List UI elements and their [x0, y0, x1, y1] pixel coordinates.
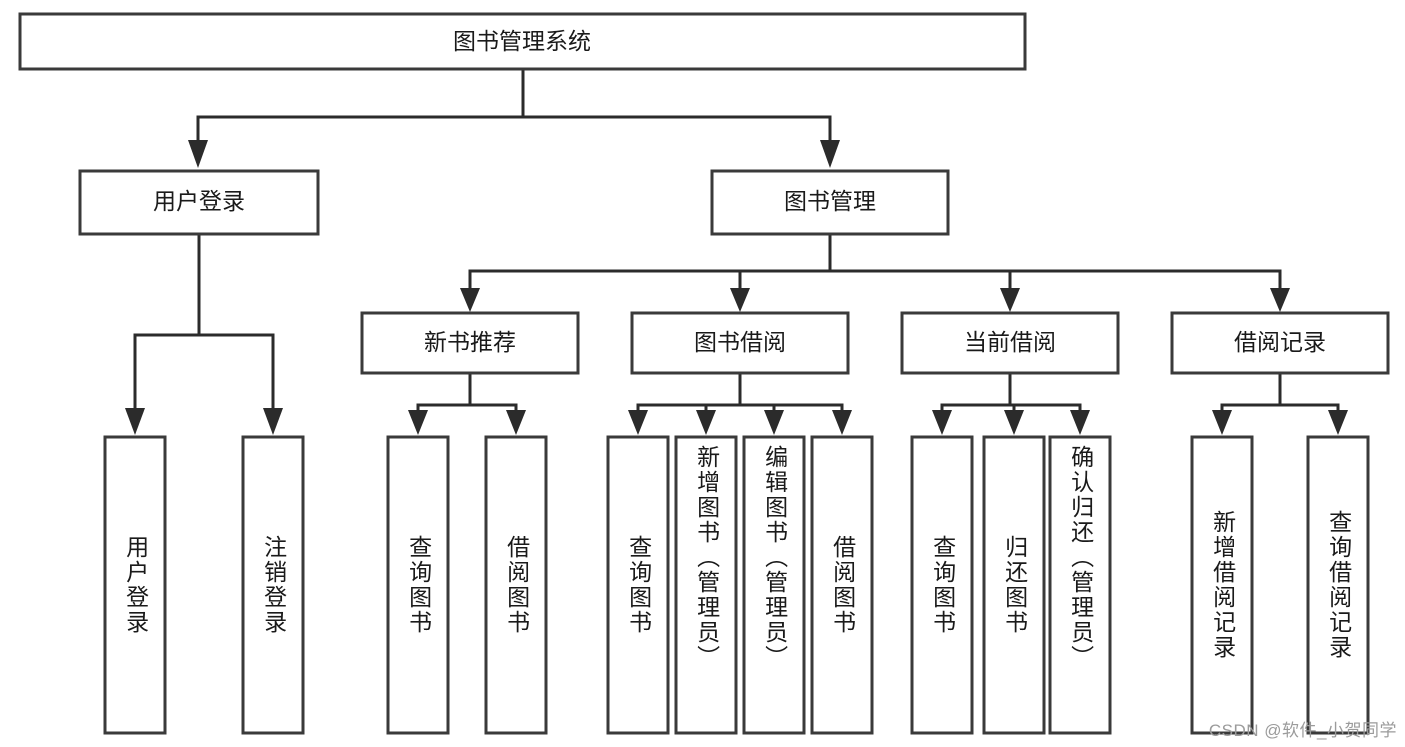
node-user-login-label: 用户登录 — [153, 188, 245, 214]
leaf-add-book[interactable] — [674, 435, 738, 735]
node-new-book-recommend[interactable]: 新书推荐 — [360, 311, 580, 375]
arrow-head-icon — [460, 288, 480, 312]
node-book-borrow[interactable]: 图书借阅 — [630, 311, 850, 375]
node-root[interactable]: 图书管理系统 — [18, 12, 1027, 71]
connector-bookborrow-to-leaves — [628, 371, 852, 435]
connector-root-to-level2 — [188, 67, 840, 168]
arrow-head-icon — [1070, 410, 1090, 435]
connector-newbook-to-leaves — [408, 371, 526, 435]
node-user-login[interactable]: 用户登录 — [78, 169, 320, 236]
arrow-head-icon — [125, 408, 145, 435]
leaf-add-record[interactable] — [1190, 435, 1254, 735]
leaf-query-book-rec[interactable] — [386, 435, 450, 735]
leaf-user-login[interactable] — [103, 435, 167, 735]
leaf-query-record[interactable] — [1306, 435, 1370, 735]
arrow-head-icon — [832, 410, 852, 435]
leaf-query-book[interactable] — [606, 435, 670, 735]
node-borrow-record-label: 借阅记录 — [1234, 329, 1326, 355]
arrow-head-icon — [408, 410, 428, 435]
arrow-head-icon — [188, 140, 208, 168]
leaf-borrow-book-rec[interactable] — [484, 435, 548, 735]
leaf-borrow-book[interactable] — [810, 435, 874, 735]
arrow-head-icon — [764, 410, 784, 435]
arrow-head-icon — [1270, 288, 1290, 312]
node-book-manage-label: 图书管理 — [784, 188, 876, 214]
connector-currentborrow-to-leaves — [932, 371, 1090, 435]
connector-bookmanage-to-level3 — [460, 232, 1290, 312]
node-new-book-recommend-label: 新书推荐 — [424, 329, 516, 355]
leaf-return-book[interactable] — [982, 435, 1046, 735]
arrow-head-icon — [730, 288, 750, 312]
arrow-head-icon — [1004, 410, 1024, 435]
arrow-head-icon — [628, 410, 648, 435]
arrow-head-icon — [506, 410, 526, 435]
connector-borrowrecord-to-leaves — [1212, 371, 1348, 435]
node-borrow-record[interactable]: 借阅记录 — [1170, 311, 1390, 375]
leaf-logout-login[interactable] — [241, 435, 305, 735]
arrow-head-icon — [696, 410, 716, 435]
arrow-head-icon — [932, 410, 952, 435]
node-book-manage[interactable]: 图书管理 — [710, 169, 950, 236]
arrow-head-icon — [1000, 288, 1020, 312]
node-root-label: 图书管理系统 — [453, 28, 591, 54]
connector-userlogin-to-leaves — [125, 232, 283, 435]
leaf-query-book-cur[interactable] — [910, 435, 974, 735]
node-current-borrow-label: 当前借阅 — [964, 329, 1056, 355]
leaf-node-boxes — [103, 435, 1370, 735]
arrow-head-icon — [1212, 410, 1232, 435]
node-book-borrow-label: 图书借阅 — [694, 329, 786, 355]
arrow-head-icon — [820, 140, 840, 168]
node-current-borrow[interactable]: 当前借阅 — [900, 311, 1120, 375]
arrow-head-icon — [263, 408, 283, 435]
leaf-confirm-return[interactable] — [1048, 435, 1112, 735]
watermark-text: CSDN @软件_小贺同学 — [1208, 721, 1397, 740]
leaf-edit-book[interactable] — [742, 435, 806, 735]
arrow-head-icon — [1328, 410, 1348, 435]
